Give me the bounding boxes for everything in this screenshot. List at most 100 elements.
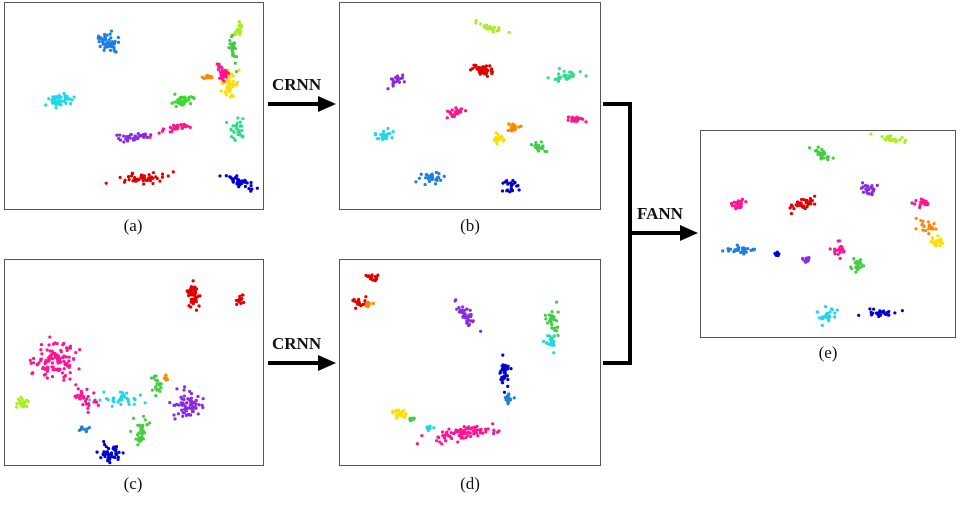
scatter-point xyxy=(45,376,49,380)
scatter-point xyxy=(84,430,88,434)
cluster-3 xyxy=(788,194,817,216)
scatter-point xyxy=(506,128,510,133)
scatter-point xyxy=(158,179,162,183)
scatter-point xyxy=(373,131,378,136)
scatter-point xyxy=(507,122,511,127)
scatter-point xyxy=(74,383,78,387)
scatter-point xyxy=(173,92,177,96)
scatter-point xyxy=(577,116,581,120)
scatter-point xyxy=(508,128,513,132)
scatter-point xyxy=(170,129,174,133)
scatter-point xyxy=(151,171,155,175)
scatter-point xyxy=(26,399,30,404)
scatter-point xyxy=(19,404,23,408)
scatter-point xyxy=(898,138,902,142)
scatter-point xyxy=(58,356,62,361)
scatter-point xyxy=(566,115,571,119)
scatter-point xyxy=(155,176,159,181)
scatter-point xyxy=(529,143,534,147)
scatter-point xyxy=(465,307,469,311)
scatter-point xyxy=(928,224,932,228)
cluster-3 xyxy=(148,122,192,139)
scatter-point xyxy=(835,308,839,312)
scatter-point xyxy=(882,309,886,314)
scatter-point xyxy=(41,365,45,370)
scatter-point xyxy=(826,314,830,318)
scatter-point xyxy=(235,126,239,131)
scatter-point xyxy=(154,393,158,398)
cluster-3 xyxy=(453,298,483,333)
scatter-point xyxy=(508,190,512,194)
scatter-point xyxy=(51,357,55,361)
scatter-point xyxy=(352,299,356,303)
scatter-point xyxy=(459,107,463,112)
cluster-8 xyxy=(506,122,523,133)
scatter-point xyxy=(735,243,739,247)
scatter-point xyxy=(893,311,897,315)
scatter-point xyxy=(116,35,120,40)
scatter-point xyxy=(463,109,468,113)
scatter-point xyxy=(135,178,140,182)
scatter-point xyxy=(515,184,519,188)
scatter-point xyxy=(788,206,792,210)
scatter-point xyxy=(181,414,185,418)
scatter-point xyxy=(900,309,904,313)
scatter-point xyxy=(488,64,492,68)
scatter-point xyxy=(143,418,147,422)
scatter-point xyxy=(455,112,460,116)
scatter-point xyxy=(50,98,54,102)
scatter-point xyxy=(224,174,228,178)
scatter-point xyxy=(59,350,63,354)
cluster-0 xyxy=(869,132,908,145)
scatter-point xyxy=(803,206,807,211)
scatter-point xyxy=(836,252,840,256)
scatter-point xyxy=(391,79,395,83)
scatter-point xyxy=(143,133,147,137)
scatter-plot-b xyxy=(373,18,588,194)
scatter-point xyxy=(113,445,117,449)
scatter-point xyxy=(494,131,498,135)
scatter-point xyxy=(72,356,76,361)
scatter-point xyxy=(109,36,113,40)
scatter-point xyxy=(235,182,239,186)
scatter-point xyxy=(833,247,837,251)
scatter-point xyxy=(110,454,114,459)
scatter-point xyxy=(424,176,428,180)
scatter-point xyxy=(14,405,19,409)
scatter-point xyxy=(116,40,121,44)
scatter-point xyxy=(216,68,220,72)
scatter-point xyxy=(47,97,51,101)
scatter-point xyxy=(492,428,496,432)
scatter-point xyxy=(62,378,66,382)
scatter-point xyxy=(505,179,509,183)
scatter-point xyxy=(575,119,579,123)
scatter-point xyxy=(189,286,193,290)
cluster-13 xyxy=(815,305,839,327)
scatter-point xyxy=(173,417,177,421)
caption-a: (a) xyxy=(123,216,143,235)
scatter-point xyxy=(445,116,449,120)
scatter-point xyxy=(195,295,199,299)
scatter-point xyxy=(556,72,561,76)
panel-b xyxy=(339,2,601,210)
scatter-point xyxy=(502,390,507,394)
scatter-point xyxy=(357,297,361,302)
scatter-point xyxy=(517,188,521,192)
scatter-point xyxy=(546,76,550,80)
scatter-point xyxy=(856,262,860,266)
cluster-7 xyxy=(492,131,506,146)
scatter-point xyxy=(813,194,817,198)
cluster-11 xyxy=(408,416,416,423)
cluster-8 xyxy=(721,243,757,256)
scatter-point xyxy=(132,396,136,400)
cluster-8 xyxy=(390,408,408,420)
scatter-point xyxy=(98,44,102,49)
scatter-point xyxy=(471,319,475,323)
scatter-point xyxy=(110,43,114,47)
scatter-point xyxy=(170,101,174,105)
scatter-point xyxy=(774,253,778,257)
scatter-point xyxy=(237,20,241,24)
scatter-point xyxy=(227,46,231,50)
scatter-point xyxy=(932,242,936,246)
scatter-point xyxy=(435,439,439,443)
